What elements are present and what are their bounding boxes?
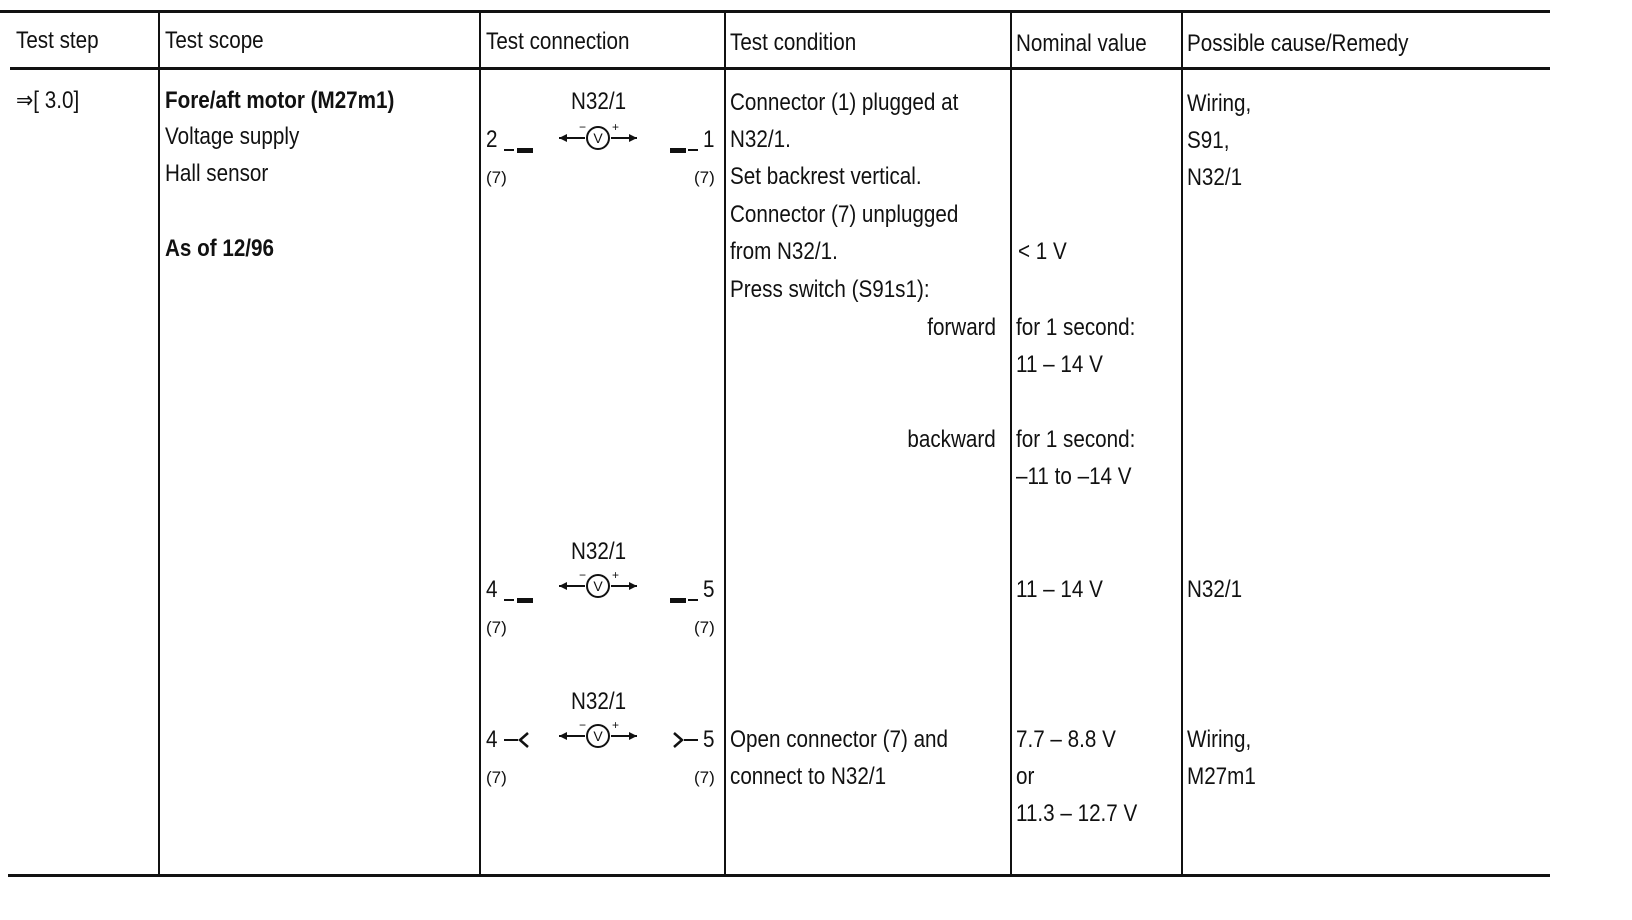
condition-line: from N32/1. — [730, 238, 838, 265]
nominal-value: 7.7 – 8.8 V — [1016, 726, 1116, 753]
remedy-item: Wiring, — [1187, 90, 1252, 117]
nominal-value: –11 to –14 V — [1016, 463, 1132, 490]
voltmeter-icon: V− + — [555, 718, 645, 749]
svg-text:V: V — [593, 728, 603, 744]
scope-line: Voltage supply — [165, 123, 300, 150]
connection-left-connector: (7) — [486, 168, 507, 187]
nominal-value: for 1 second: — [1016, 426, 1136, 453]
svg-text:+: + — [612, 568, 619, 582]
header-test-condition: Test condition — [730, 29, 857, 56]
connection-component-label: N32/1 — [571, 538, 627, 565]
connection-right-connector: (7) — [694, 768, 715, 787]
plug-lead-right — [668, 140, 702, 158]
condition-line: connect to N32/1 — [730, 763, 887, 790]
column-divider — [158, 10, 160, 876]
open-lead-left — [502, 730, 536, 755]
column-divider — [1010, 10, 1012, 876]
header-nominal-value: Nominal value — [1016, 30, 1147, 57]
column-divider — [724, 10, 726, 876]
condition-line: Connector (1) plugged at — [730, 89, 959, 116]
voltmeter-icon: V− + — [555, 120, 645, 151]
table-top-rule — [0, 10, 1550, 13]
connection-left-connector: (7) — [486, 768, 507, 787]
svg-text:+: + — [612, 120, 619, 134]
condition-forward: forward — [927, 314, 996, 341]
connection-left-pin: 2 — [486, 126, 498, 153]
voltmeter-icon: V− + — [555, 568, 645, 599]
remedy-item: S91, — [1187, 127, 1230, 154]
open-lead-right — [668, 730, 702, 755]
svg-text:−: − — [579, 718, 586, 732]
condition-backward: backward — [907, 426, 996, 453]
nominal-value: 11.3 – 12.7 V — [1016, 800, 1138, 827]
nominal-value: 11 – 14 V — [1016, 351, 1103, 378]
column-divider — [479, 10, 481, 876]
condition-line: Connector (7) unplugged — [730, 201, 959, 228]
header-test-scope: Test scope — [165, 27, 264, 54]
plug-lead-right — [668, 590, 702, 608]
connection-right-pin: 1 — [703, 126, 715, 153]
nominal-value: or — [1016, 763, 1035, 790]
condition-line: Set backrest vertical. — [730, 163, 922, 190]
header-cause-remedy: Possible cause/Remedy — [1187, 30, 1409, 57]
remedy-item: M27m1 — [1187, 763, 1256, 790]
connection-component-label: N32/1 — [571, 688, 627, 715]
connection-left-pin: 4 — [486, 576, 498, 603]
header-test-step: Test step — [16, 27, 99, 54]
svg-text:−: − — [579, 120, 586, 134]
connection-right-connector: (7) — [694, 168, 715, 187]
plug-lead-left — [502, 590, 536, 608]
header-test-connection: Test connection — [486, 28, 630, 55]
connection-left-pin: 4 — [486, 726, 498, 753]
condition-line: N32/1. — [730, 126, 791, 153]
nominal-value: < 1 V — [1018, 238, 1067, 265]
test-step-ref: ⇒[ 3.0] — [16, 87, 80, 114]
remedy-item: Wiring, — [1187, 726, 1252, 753]
scope-as-of: As of 12/96 — [165, 235, 274, 262]
connection-right-connector: (7) — [694, 618, 715, 637]
svg-text:V: V — [593, 130, 603, 146]
condition-line: Press switch (S91s1): — [730, 276, 930, 303]
nominal-value: for 1 second: — [1016, 314, 1136, 341]
header-bottom-rule — [10, 67, 1550, 70]
svg-text:V: V — [593, 578, 603, 594]
remedy-item: N32/1 — [1187, 576, 1243, 603]
condition-line: Open connector (7) and — [730, 726, 949, 753]
column-divider — [1181, 10, 1183, 876]
connection-left-connector: (7) — [486, 618, 507, 637]
connection-right-pin: 5 — [703, 576, 715, 603]
connection-right-pin: 5 — [703, 726, 715, 753]
table-bottom-rule — [8, 874, 1550, 877]
connection-component-label: N32/1 — [571, 88, 627, 115]
svg-text:−: − — [579, 568, 586, 582]
nominal-value: 11 – 14 V — [1016, 576, 1103, 603]
plug-lead-left — [502, 140, 536, 158]
remedy-item: N32/1 — [1187, 164, 1243, 191]
scope-title: Fore/aft motor (M27m1) — [165, 87, 395, 114]
svg-text:+: + — [612, 718, 619, 732]
scope-line: Hall sensor — [165, 160, 269, 187]
